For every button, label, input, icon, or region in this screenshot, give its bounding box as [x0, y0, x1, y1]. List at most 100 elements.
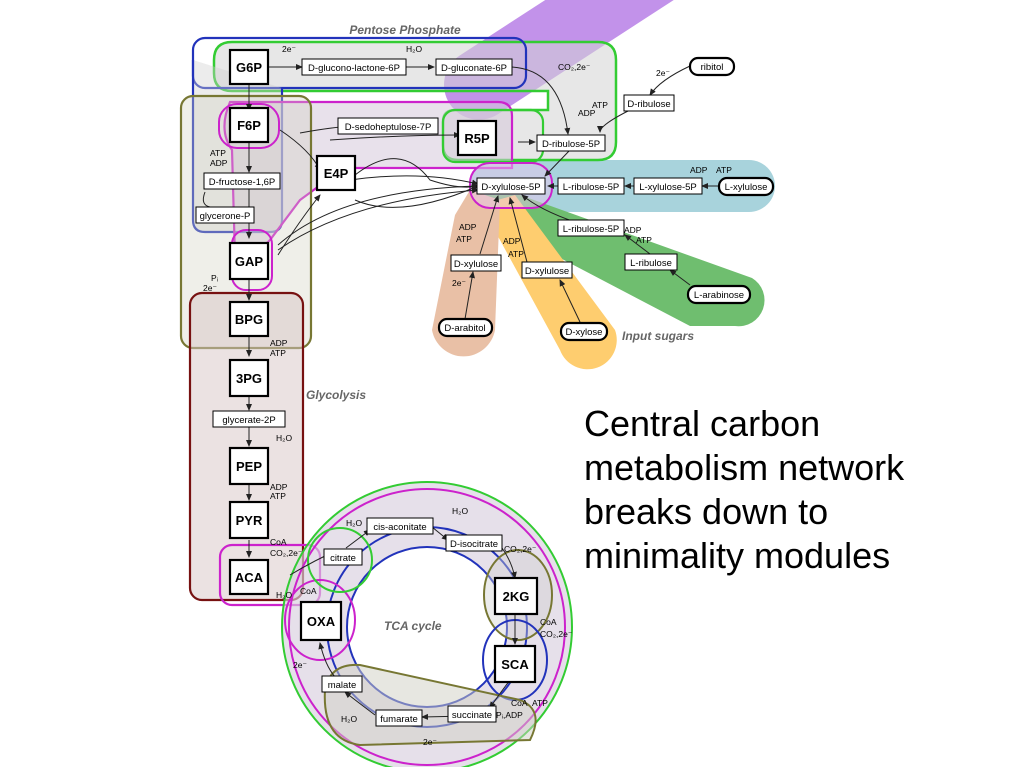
node-glycerone[interactable]: glycerone-P — [195, 206, 255, 224]
node-oxa[interactable]: OXA — [299, 600, 343, 642]
node-label: cis-aconitate — [373, 522, 426, 533]
node-l-xylulose5p[interactable]: L-xylulose-5P — [633, 177, 703, 195]
cofactor-label: ADP — [503, 236, 521, 246]
caption-line: metabolism network — [584, 447, 905, 488]
node-succinate[interactable]: succinate — [447, 705, 497, 723]
citrate-ring — [307, 527, 373, 593]
node-fumarate[interactable]: fumarate — [375, 709, 423, 727]
node-label: fumarate — [380, 714, 418, 725]
node-citrate[interactable]: citrate — [323, 548, 363, 566]
node-label: D-arabitol — [444, 323, 485, 334]
cofactor-label: ATP — [532, 698, 548, 708]
node-label: L-ribulose-5P — [563, 182, 620, 193]
node-g6p[interactable]: G6P — [228, 48, 270, 86]
node-xylulose5p[interactable]: D-xylulose-5P — [476, 177, 546, 195]
node-label: L-xylulose-5P — [639, 182, 697, 193]
node-ribitol[interactable]: ribitol — [688, 56, 736, 77]
cofactor-label: ADP — [578, 108, 596, 118]
intermediate-metabolites: D-glucono-lactone-6P D-gluconate-6P D-se… — [195, 58, 703, 727]
node-bpg[interactable]: BPG — [228, 300, 270, 338]
node-malate[interactable]: malate — [321, 675, 363, 693]
cofactor-label: CoA — [300, 586, 317, 596]
cofactor-label: ADP — [690, 165, 708, 175]
node-pyr[interactable]: PYR — [228, 500, 270, 540]
cofactor-label: CO₂,2e⁻ — [558, 62, 591, 72]
node-label: PYR — [236, 513, 263, 528]
node-2kg[interactable]: 2KG — [493, 576, 539, 616]
node-label: SCA — [501, 657, 529, 672]
cofactor-label: 2e⁻ — [656, 68, 670, 78]
caption-line: Central carbon — [584, 403, 821, 444]
cofactor-label: CO₂,2e⁻ — [504, 544, 537, 554]
node-isocitrate[interactable]: D-isocitrate — [445, 534, 503, 552]
cofactor-label: H₂O — [276, 590, 292, 600]
node-label: OXA — [307, 614, 336, 629]
node-gluconate[interactable]: D-gluconate-6P — [435, 58, 513, 76]
cofactor-label: ATP — [592, 100, 608, 110]
region-title-pentose-phosphate: Pentose Phosphate — [349, 23, 461, 37]
node-label: ACA — [235, 570, 264, 585]
cofactor-label: H₂O — [346, 518, 362, 528]
node-d-ribulose[interactable]: D-ribulose — [623, 94, 675, 112]
node-d-xylulose-a[interactable]: D-xylulose — [450, 254, 502, 272]
tca-magenta-ring — [288, 488, 566, 766]
cofactor-label: ADP — [270, 482, 288, 492]
cofactor-label: CoA — [270, 537, 287, 547]
cofactor-label: 2e⁻ — [423, 737, 437, 747]
node-gap[interactable]: GAP — [228, 241, 270, 281]
node-d-xylulose-b[interactable]: D-xylulose — [521, 261, 573, 279]
node-label: L-ribulose — [630, 258, 672, 269]
node-label: PEP — [236, 459, 262, 474]
caption: Central carbon metabolism network breaks… — [584, 402, 1004, 578]
cofactor-label: ATP — [716, 165, 732, 175]
node-label: D-isocitrate — [450, 539, 498, 550]
node-label: ribitol — [701, 62, 724, 73]
node-r5p[interactable]: R5P — [456, 119, 498, 157]
node-label: E4P — [324, 166, 349, 181]
cofactor-label: ATP — [270, 491, 286, 501]
cofactor-label: CO₂,2e⁻ — [540, 629, 573, 639]
node-l-arabinose[interactable]: L-arabinose — [686, 284, 752, 305]
node-l-ribulose[interactable]: L-ribulose — [624, 253, 678, 271]
node-fructose-bp[interactable]: D-fructose-1,6P — [203, 172, 281, 190]
node-label: malate — [328, 680, 357, 691]
node-label: D-sedoheptulose-7P — [345, 122, 432, 133]
node-label: L-xylulose — [725, 182, 768, 193]
node-3pg[interactable]: 3PG — [228, 358, 270, 398]
node-label: D-xylulose — [525, 266, 569, 277]
node-glycerate2p[interactable]: glycerate-2P — [212, 410, 286, 428]
cofactor-label: ATP — [270, 348, 286, 358]
node-label: BPG — [235, 312, 263, 327]
node-d-xylose[interactable]: D-xylose — [559, 321, 609, 342]
node-e4p[interactable]: E4P — [315, 154, 357, 192]
node-gluconolactone[interactable]: D-glucono-lactone-6P — [301, 58, 407, 76]
region-title-tca-cycle: TCA cycle — [384, 619, 442, 633]
node-label: D-xylose — [566, 327, 603, 338]
d-arabitol-lobe — [432, 190, 500, 357]
cofactor-label: ATP — [456, 234, 472, 244]
node-label: R5P — [464, 131, 490, 146]
node-l-ribulose5p-b[interactable]: L-ribulose-5P — [557, 219, 625, 237]
node-cis-aconitate[interactable]: cis-aconitate — [366, 517, 434, 535]
region-title-glycolysis: Glycolysis — [306, 388, 366, 402]
node-l-xylulose[interactable]: L-xylulose — [717, 176, 775, 197]
node-label: D-fructose-1,6P — [209, 177, 276, 188]
node-d-arabitol[interactable]: D-arabitol — [437, 317, 494, 338]
cofactor-label: CoA — [540, 617, 557, 627]
node-label: D-glucono-lactone-6P — [308, 63, 400, 74]
node-label: D-gluconate-6P — [441, 63, 507, 74]
cofactor-label: 2e⁻ — [452, 278, 466, 288]
oxa-ring — [284, 579, 356, 661]
node-l-ribulose5p-a[interactable]: L-ribulose-5P — [557, 177, 625, 195]
cofactor-label: H₂O — [276, 433, 292, 443]
node-aca[interactable]: ACA — [228, 558, 270, 596]
node-sca[interactable]: SCA — [493, 644, 537, 684]
node-label: GAP — [235, 254, 264, 269]
node-pep[interactable]: PEP — [228, 446, 270, 486]
node-label: succinate — [452, 710, 492, 721]
cofactor-label: H₂O — [452, 506, 468, 516]
node-f6p[interactable]: F6P — [228, 106, 270, 144]
node-sedoheptulose[interactable]: D-sedoheptulose-7P — [337, 117, 439, 135]
node-ribulose5p[interactable]: D-ribulose-5P — [536, 134, 606, 152]
